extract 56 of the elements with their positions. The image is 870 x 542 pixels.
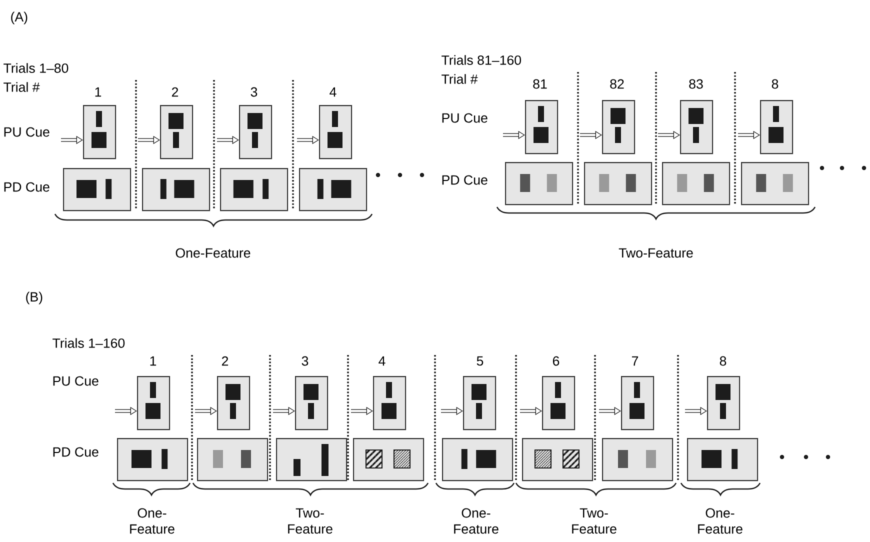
column-header: Trial # xyxy=(4,82,40,92)
feature-type-label: One- Feature xyxy=(454,508,498,534)
pd-cue-card xyxy=(197,438,268,482)
pd-cue-card xyxy=(63,168,132,212)
pu-cue-card xyxy=(680,100,714,154)
pu-cue-card xyxy=(239,105,272,160)
feature-type-label: Two- Feature xyxy=(288,508,332,534)
pd-cue-card xyxy=(584,162,652,206)
row-label: PU Cue xyxy=(442,113,488,123)
pu-cue-card xyxy=(525,100,558,154)
pd-cue-card xyxy=(393,449,411,469)
pd-cue-card xyxy=(687,438,758,482)
pd-cue-card xyxy=(276,438,348,482)
pu-cue-card xyxy=(542,376,576,430)
feature-type-label: One- Feature xyxy=(698,508,742,534)
pd-cue-card xyxy=(220,168,288,212)
pu-cue-card xyxy=(707,376,740,430)
pd-cue-card xyxy=(741,162,810,206)
pu-cue-card xyxy=(319,105,352,160)
pu-cue-card xyxy=(373,376,406,430)
panel-label: (B) xyxy=(26,292,42,304)
pd-cue-card xyxy=(534,449,552,469)
row-label: PU Cue xyxy=(53,376,98,386)
pd-cue-card xyxy=(662,162,730,206)
pd-cue-card xyxy=(142,168,210,212)
pd-cue-card xyxy=(365,449,383,469)
column-header: Trial # xyxy=(442,74,478,84)
trial-range-label: Trials 1–160 xyxy=(52,338,125,348)
feature-type-label: Two- Feature xyxy=(572,508,616,534)
feature-type-label: Two-Feature xyxy=(618,248,693,258)
pu-cue-card xyxy=(760,100,794,154)
row-label: PD Cue xyxy=(53,447,98,457)
pu-cue-card xyxy=(160,105,194,160)
pd-cue-card xyxy=(602,438,674,482)
pu-cue-card xyxy=(83,105,116,160)
feature-type-label: One-Feature xyxy=(176,248,250,258)
pu-cue-card xyxy=(295,376,328,430)
row-label: PD Cue xyxy=(442,175,488,185)
pd-cue-card xyxy=(562,449,580,469)
pd-cue-card xyxy=(522,438,594,482)
pu-cue-card xyxy=(137,376,170,430)
pu-cue-card xyxy=(621,376,654,430)
trial-range-label: Trials 81–160 xyxy=(442,55,522,65)
feature-type-label: One- Feature xyxy=(130,508,174,534)
panel-label: (A) xyxy=(11,12,28,24)
pu-cue-card xyxy=(217,376,250,430)
trial-range-label: Trials 1–80 xyxy=(4,63,68,73)
pu-cue-card xyxy=(463,376,496,430)
pd-cue-card xyxy=(442,438,514,482)
pd-cue-card xyxy=(505,162,574,206)
pd-cue-card xyxy=(299,168,368,212)
row-label: PD Cue xyxy=(4,182,50,192)
row-label: PU Cue xyxy=(4,127,50,137)
pu-cue-card xyxy=(602,100,636,154)
pd-cue-card xyxy=(353,438,424,482)
pd-cue-card xyxy=(117,438,188,482)
